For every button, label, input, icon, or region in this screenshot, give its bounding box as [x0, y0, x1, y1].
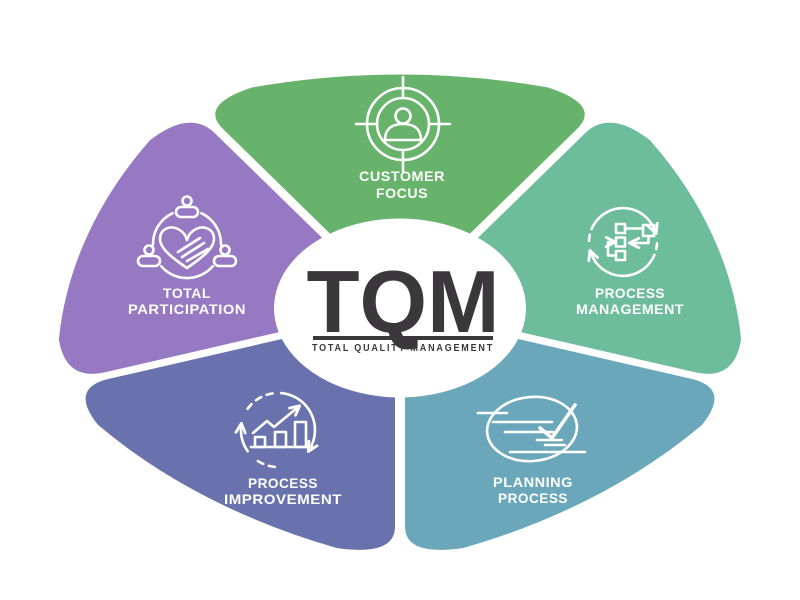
- petal-process-improvement: [85, 339, 395, 550]
- flowchart-cycle-icon: [587, 206, 659, 278]
- petal-customer-focus: [215, 74, 585, 234]
- growth-chart-cycle-icon: [234, 391, 319, 469]
- segment-label-planning-line2: PROCESS: [498, 490, 568, 506]
- person-target-icon: [354, 75, 452, 173]
- segment-label-planning-line1: PLANNING: [493, 474, 573, 490]
- segment-label-management-line1: PROCESS: [595, 285, 665, 301]
- petal-total-participation: [58, 122, 322, 374]
- tqm-subtitle: TOTAL QUALITY MANAGEMENT: [312, 343, 494, 354]
- segment-label-customer-line2: FOCUS: [376, 185, 428, 201]
- checklist-check-icon: [476, 395, 587, 463]
- segment-label-customer-line1: CUSTOMER: [359, 168, 445, 184]
- segment-label-improvement-line1: PROCESS: [248, 475, 318, 491]
- segment-label-management-line2: MANAGEMENT: [576, 301, 684, 317]
- tqm-underline: [313, 336, 493, 340]
- tqm-acronym: TQM: [307, 252, 500, 351]
- segment-label-participation-line2: PARTICIPATION: [128, 301, 246, 317]
- segment-label-participation-line1: TOTAL: [163, 285, 211, 301]
- hands-heart-people-icon: [136, 195, 238, 280]
- petal-process-management: [478, 122, 742, 374]
- segment-label-improvement-line2: IMPROVEMENT: [224, 491, 342, 507]
